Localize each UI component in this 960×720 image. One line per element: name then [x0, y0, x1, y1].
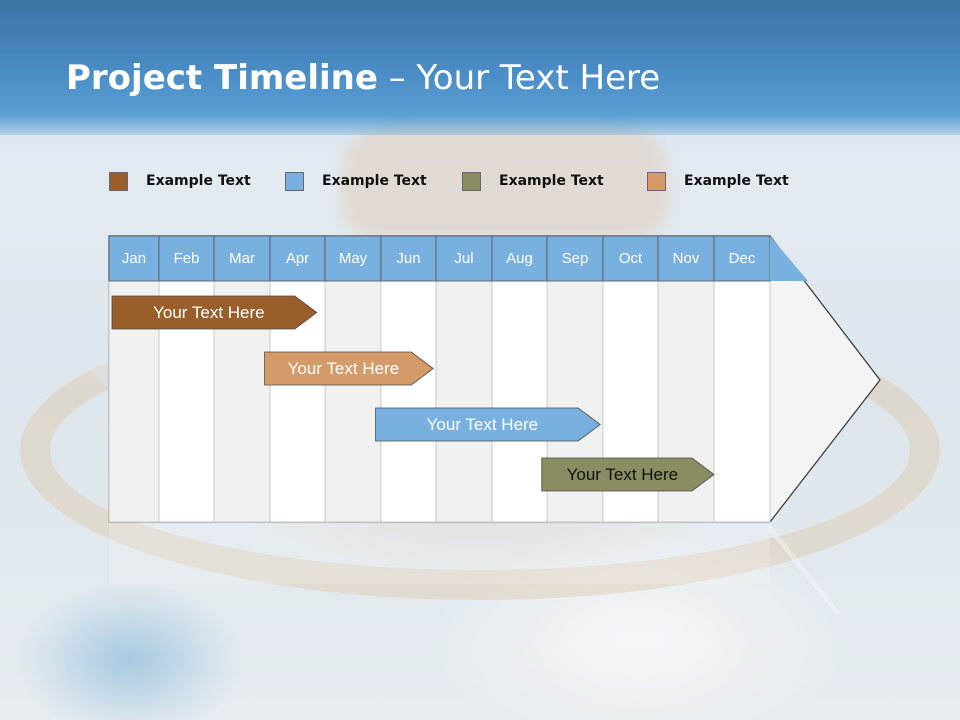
- month-label-aug: Aug: [506, 250, 533, 267]
- arrow-header-tip: [770, 236, 808, 281]
- grid-reflection: [109, 524, 770, 584]
- task-bar-2[interactable]: [264, 351, 434, 386]
- month-label-may: May: [338, 250, 368, 267]
- task-bar-label-3: Your Text Here: [426, 414, 539, 434]
- month-header-aug: [491, 235, 548, 282]
- slide-title-rest: – Your Text Here: [377, 58, 661, 98]
- task-bar-4[interactable]: [541, 457, 715, 492]
- month-header-dec: [713, 235, 771, 282]
- month-header-oct: [602, 235, 659, 282]
- legend-label-3: Example Text: [499, 173, 604, 189]
- legend-item-4[interactable]: Example Text: [647, 170, 789, 192]
- month-column-jun: [380, 280, 437, 523]
- legend-label-2: Example Text: [322, 173, 427, 189]
- month-column-jul: [435, 280, 493, 523]
- month-header-mar: [213, 235, 271, 282]
- task-bar-label-2: Your Text Here: [287, 358, 400, 378]
- legend-item-2[interactable]: Example Text: [285, 170, 427, 192]
- month-label-oct: Oct: [618, 250, 643, 267]
- legend-label-4: Example Text: [684, 173, 789, 189]
- legend-swatch-1: [109, 171, 128, 191]
- month-label-apr: Apr: [285, 250, 310, 267]
- month-header-may: [324, 235, 382, 282]
- month-label-sep: Sep: [561, 250, 589, 267]
- month-header-sep: [546, 235, 604, 282]
- timeline-reflection: [768, 524, 840, 614]
- task-bar-label-1: Your Text Here: [153, 302, 265, 322]
- legend-swatch-2: [285, 171, 304, 191]
- month-label-nov: Nov: [672, 250, 700, 267]
- month-column-aug: [491, 280, 548, 523]
- task-bar-label-4: Your Text Here: [566, 464, 679, 484]
- task-bar-3[interactable]: [375, 407, 601, 442]
- legend-swatch-4: [647, 171, 666, 191]
- month-label-dec: Dec: [728, 250, 756, 267]
- month-header-jul: [435, 235, 493, 282]
- month-label-mar: Mar: [229, 250, 255, 267]
- legend-item-3[interactable]: Example Text: [462, 170, 604, 192]
- month-column-dec: [713, 280, 771, 523]
- title-bar: [0, 0, 960, 135]
- month-header-jun: [380, 235, 437, 282]
- month-label-jul: Jul: [454, 250, 474, 267]
- legend-label-1: Example Text: [146, 173, 251, 189]
- task-bars: [111, 295, 715, 492]
- month-label-jun: Jun: [396, 250, 421, 267]
- slide-title-bold: Project Timeline: [66, 58, 378, 98]
- legend-swatch-3: [462, 171, 481, 191]
- month-label-feb: Feb: [173, 250, 200, 267]
- month-header-apr: [269, 235, 326, 282]
- slide-title[interactable]: Project Timeline – Your Text Here: [66, 58, 660, 98]
- month-column-may: [324, 280, 382, 523]
- background-photo-hand: [340, 120, 670, 240]
- legend-item-1[interactable]: Example Text: [109, 170, 251, 192]
- month-label-jan: Jan: [121, 250, 147, 267]
- month-header-nov: [657, 235, 715, 282]
- task-bar-1[interactable]: [111, 295, 318, 330]
